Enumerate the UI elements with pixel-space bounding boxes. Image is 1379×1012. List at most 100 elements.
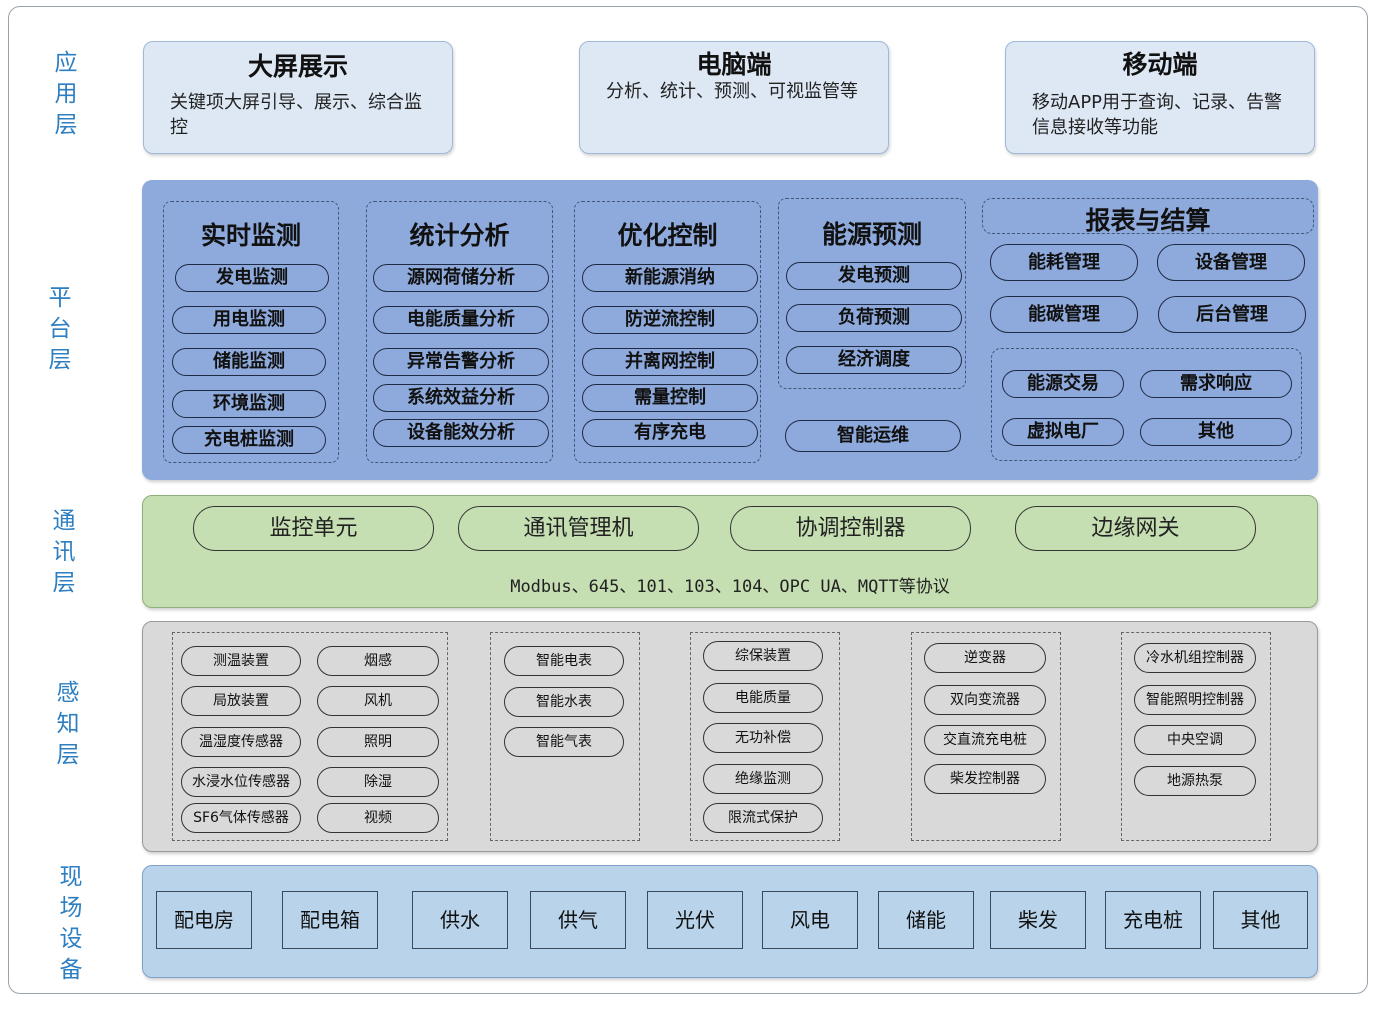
device-pill: 测温装置 (181, 646, 301, 676)
device-pill: 智能水表 (504, 687, 624, 717)
function-pill: 异常告警分析 (373, 348, 549, 376)
app-box-mobile: 移动端 移动APP用于查询、记录、告警信息接收等功能 (1005, 41, 1315, 154)
device-pill: 视频 (317, 803, 439, 833)
platform-group-realtime-monitoring: 实时监测 发电监测 用电监测 储能监测 环境监测 充电桩监测 (163, 201, 339, 463)
device-pill: 双向变流器 (924, 685, 1046, 715)
function-pill: 能源交易 (1002, 370, 1124, 398)
app-box-title: 移动端 (1122, 50, 1198, 79)
platform-layer: 实时监测 发电监测 用电监测 储能监测 环境监测 充电桩监测 统计分析 源网荷储… (142, 180, 1318, 480)
field-device-box: 柴发 (990, 891, 1086, 949)
function-pill: 充电桩监测 (172, 426, 326, 454)
device-pill: 烟感 (317, 646, 439, 676)
diagram-frame (8, 6, 1368, 994)
function-pill: 需量控制 (582, 384, 758, 412)
sense-group-power-conversion: 逆变器 双向变流器 交直流充电桩 柴发控制器 (911, 632, 1061, 841)
field-device-box: 配电箱 (282, 891, 378, 949)
function-pill: 储能监测 (172, 348, 326, 376)
app-box-desktop: 电脑端 分析、统计、预测、可视监管等 (579, 41, 889, 154)
protocol-text: Modbus、645、101、103、104、OPC UA、MQTT等协议 (510, 577, 950, 597)
comm-pill: 通讯管理机 (458, 506, 699, 551)
sense-group-environment: 测温装置 烟感 局放装置 风机 温湿度传感器 照明 水浸水位传感器 除湿 SF6… (172, 632, 448, 841)
function-pill: 后台管理 (1158, 296, 1306, 333)
function-pill: 虚拟电厂 (1002, 418, 1124, 446)
device-pill: 柴发控制器 (924, 764, 1046, 794)
function-pill: 用电监测 (172, 306, 326, 334)
report-title-frame: 报表与结算 (982, 198, 1314, 235)
app-box-description: 关键项大屏引导、展示、综合监控 (170, 92, 422, 138)
layer-label-field: 现场设备 (59, 864, 83, 983)
layer-label-platform: 平台层 (48, 285, 72, 373)
function-pill: 防逆流控制 (582, 306, 758, 334)
smart-ops-pill: 智能运维 (785, 420, 961, 452)
function-pill: 新能源消纳 (582, 264, 758, 292)
sense-group-metering: 智能电表 智能水表 智能气表 (490, 632, 640, 841)
device-pill: 无功补偿 (703, 723, 823, 753)
group-title: 统计分析 (409, 221, 510, 250)
device-pill: 智能照明控制器 (1134, 685, 1256, 715)
function-pill: 源网荷储分析 (373, 264, 549, 292)
device-pill: 智能气表 (504, 727, 624, 757)
device-pill: 交直流充电桩 (924, 725, 1046, 755)
device-pill: 风机 (317, 686, 439, 716)
comm-layer: 监控单元 通讯管理机 协调控制器 边缘网关 Modbus、645、101、103… (142, 495, 1318, 608)
field-device-box: 供水 (412, 891, 508, 949)
function-pill: 设备管理 (1157, 244, 1305, 281)
group-title: 报表与结算 (1085, 206, 1211, 235)
device-pill: 冷水机组控制器 (1134, 643, 1256, 673)
device-pill: 温湿度传感器 (181, 727, 301, 757)
function-pill: 能耗管理 (990, 244, 1138, 281)
field-device-box: 配电房 (156, 891, 252, 949)
device-pill: 水浸水位传感器 (181, 767, 301, 797)
function-pill: 负荷预测 (786, 304, 962, 332)
function-pill: 有序充电 (582, 419, 758, 447)
device-pill: 限流式保护 (703, 803, 823, 833)
device-pill: 电能质量 (703, 683, 823, 713)
comm-pill: 协调控制器 (730, 506, 971, 551)
function-pill: 其他 (1140, 418, 1292, 446)
comm-pill: 边缘网关 (1015, 506, 1256, 551)
app-box-description: 移动APP用于查询、记录、告警信息接收等功能 (1032, 92, 1283, 138)
device-pill: 局放装置 (181, 686, 301, 716)
field-device-box: 光伏 (647, 891, 743, 949)
layer-label-comm: 通讯层 (52, 508, 76, 596)
function-pill: 环境监测 (172, 390, 326, 418)
device-pill: 中央空调 (1134, 725, 1256, 755)
field-device-box: 其他 (1213, 891, 1308, 949)
function-pill: 并离网控制 (582, 348, 758, 376)
platform-group-energy-forecast: 能源预测 发电预测 负荷预测 经济调度 (778, 198, 966, 389)
group-title: 能源预测 (821, 220, 922, 249)
platform-group-optimization-control: 优化控制 新能源消纳 防逆流控制 并离网控制 需量控制 有序充电 (574, 201, 761, 463)
app-box-title: 大屏展示 (247, 52, 348, 81)
group-title: 实时监测 (200, 221, 301, 250)
device-pill: 绝缘监测 (703, 764, 823, 794)
device-pill: SF6气体传感器 (181, 803, 301, 833)
field-device-box: 充电桩 (1105, 891, 1201, 949)
device-pill: 照明 (317, 727, 439, 757)
sense-layer: 测温装置 烟感 局放装置 风机 温湿度传感器 照明 水浸水位传感器 除湿 SF6… (142, 621, 1318, 852)
sense-group-protection: 综保装置 电能质量 无功补偿 绝缘监测 限流式保护 (690, 632, 840, 841)
sense-group-building-control: 冷水机组控制器 智能照明控制器 中央空调 地源热泵 (1121, 632, 1271, 841)
device-pill: 逆变器 (924, 643, 1046, 673)
layer-label-sense: 感知层 (56, 680, 80, 768)
app-box-title: 电脑端 (696, 50, 772, 79)
field-device-box: 风电 (762, 891, 858, 949)
report-sub-group: 能源交易 需求响应 虚拟电厂 其他 (991, 348, 1302, 461)
function-pill: 发电预测 (786, 262, 962, 290)
app-box-large-screen: 大屏展示 关键项大屏引导、展示、综合监控 (143, 41, 453, 154)
device-pill: 智能电表 (504, 646, 624, 676)
device-pill: 地源热泵 (1134, 766, 1256, 796)
function-pill: 系统效益分析 (373, 384, 549, 412)
function-pill: 经济调度 (786, 346, 962, 374)
field-device-box: 供气 (530, 891, 626, 949)
platform-group-statistical-analysis: 统计分析 源网荷储分析 电能质量分析 异常告警分析 系统效益分析 设备能效分析 (366, 201, 553, 463)
group-title: 优化控制 (617, 221, 718, 250)
function-pill: 设备能效分析 (373, 419, 549, 447)
comm-pill: 监控单元 (193, 506, 434, 551)
field-device-box: 储能 (878, 891, 974, 949)
device-pill: 除湿 (317, 767, 439, 797)
layer-label-app: 应用层 (54, 50, 78, 138)
function-pill: 发电监测 (175, 264, 329, 292)
function-pill: 电能质量分析 (373, 306, 549, 334)
field-layer: 配电房 配电箱 供水 供气 光伏 风电 储能 柴发 充电桩 其他 (142, 865, 1318, 978)
device-pill: 综保装置 (703, 641, 823, 671)
